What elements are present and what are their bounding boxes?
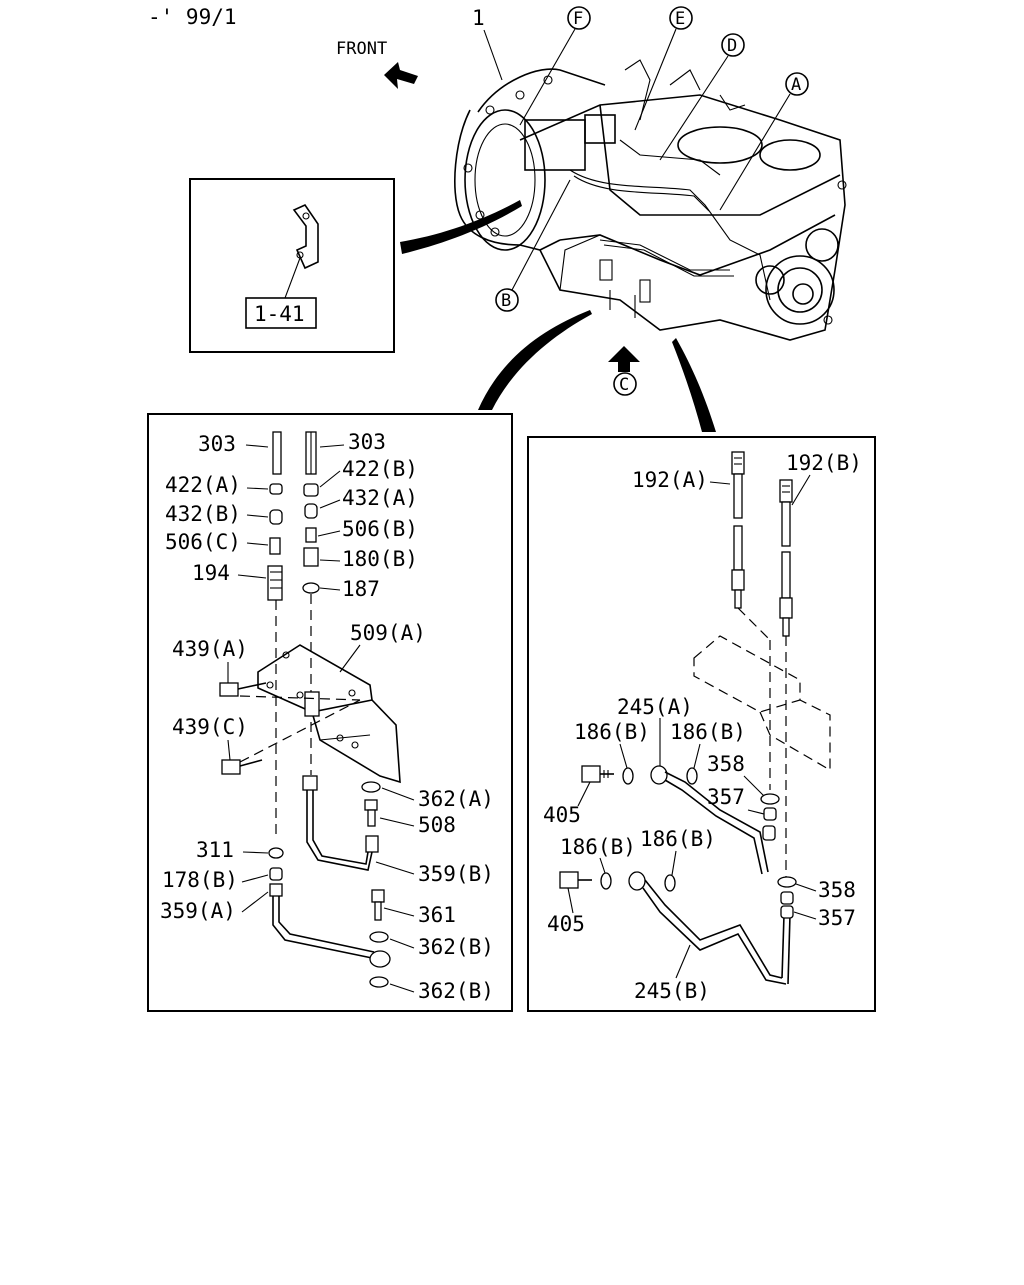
part-label-362-b: 362(B) bbox=[418, 935, 494, 959]
part-label-422-a: 422(A) bbox=[165, 473, 241, 497]
inset-bracket-view: 1-41 bbox=[189, 178, 522, 353]
inset-ref-label: 1-41 bbox=[254, 302, 305, 326]
part-label-439-a: 439(A) bbox=[172, 637, 248, 661]
part-label-439-c: 439(C) bbox=[172, 715, 248, 739]
part-label-432-b: 432(B) bbox=[165, 502, 241, 526]
part-label-359-b: 359(B) bbox=[418, 862, 494, 886]
part-label-192-b: 192(B) bbox=[786, 451, 862, 475]
part-label-186-b: 186(B) bbox=[670, 720, 746, 744]
part-label-303: 303 bbox=[198, 432, 236, 456]
part-label-357: 357 bbox=[818, 906, 856, 930]
part-label-311: 311 bbox=[196, 838, 234, 862]
part-label-194: 194 bbox=[192, 561, 230, 585]
part-label-d: D bbox=[727, 36, 737, 56]
item-1-label: 1 bbox=[472, 6, 485, 30]
part-label-186-b: 186(B) bbox=[640, 827, 716, 851]
part-label-361: 361 bbox=[418, 903, 456, 927]
left-detail-panel: 303 303 422(A) 422(B) 432(B) 432(A) 506(… bbox=[147, 413, 513, 1012]
part-label-422-b: 422(B) bbox=[342, 457, 418, 481]
part-label-405: 405 bbox=[543, 803, 581, 827]
part-label-358: 358 bbox=[818, 878, 856, 902]
part-label-a: A bbox=[791, 75, 801, 95]
part-label-187: 187 bbox=[342, 577, 380, 601]
diagram-code: -' 99/1 bbox=[148, 5, 237, 29]
part-label-506-c: 506(C) bbox=[165, 530, 241, 554]
callout-e: E bbox=[634, 6, 693, 131]
part-label-c: C bbox=[619, 375, 629, 395]
part-label-245-a: 245(A) bbox=[617, 695, 693, 719]
part-label-405: 405 bbox=[547, 912, 585, 936]
part-label-245-b: 245(B) bbox=[634, 979, 710, 1003]
front-arrow: FRONT bbox=[336, 39, 418, 89]
part-label-186-b: 186(B) bbox=[560, 835, 636, 859]
part-label-e: E bbox=[675, 9, 685, 29]
right-detail-panel: 192(A) 192(B) 245(A) 186(B) 186(B) 358 3… bbox=[527, 436, 876, 1012]
item-1-leader bbox=[483, 29, 503, 81]
part-label-357: 357 bbox=[707, 785, 745, 809]
callout-b: B bbox=[495, 179, 571, 312]
right-panel-connector bbox=[672, 338, 716, 432]
part-label-178-b: 178(B) bbox=[162, 868, 238, 892]
part-label-506-b: 506(B) bbox=[342, 517, 418, 541]
part-label-303: 303 bbox=[348, 430, 386, 454]
left-panel-connector bbox=[478, 310, 592, 410]
transmission-assembly bbox=[454, 59, 847, 341]
front-label: FRONT bbox=[336, 39, 387, 59]
part-label-359-a: 359(A) bbox=[160, 899, 236, 923]
callout-d: D bbox=[659, 33, 745, 161]
part-label-508: 508 bbox=[418, 813, 456, 837]
part-label-362-b: 362(B) bbox=[418, 979, 494, 1003]
part-label-186-b: 186(B) bbox=[574, 720, 650, 744]
part-label-432-a: 432(A) bbox=[342, 486, 418, 510]
part-label-192-a: 192(A) bbox=[632, 468, 708, 492]
callout-a: A bbox=[719, 72, 809, 211]
part-label-b: B bbox=[501, 291, 511, 311]
part-label-362-a: 362(A) bbox=[418, 787, 494, 811]
part-label-509-a: 509(A) bbox=[350, 621, 426, 645]
callout-c: C bbox=[608, 346, 640, 396]
part-label-f: F bbox=[573, 9, 583, 29]
part-label-180-b: 180(B) bbox=[342, 547, 418, 571]
part-label-358: 358 bbox=[707, 752, 745, 776]
callout-f: F bbox=[519, 6, 591, 126]
